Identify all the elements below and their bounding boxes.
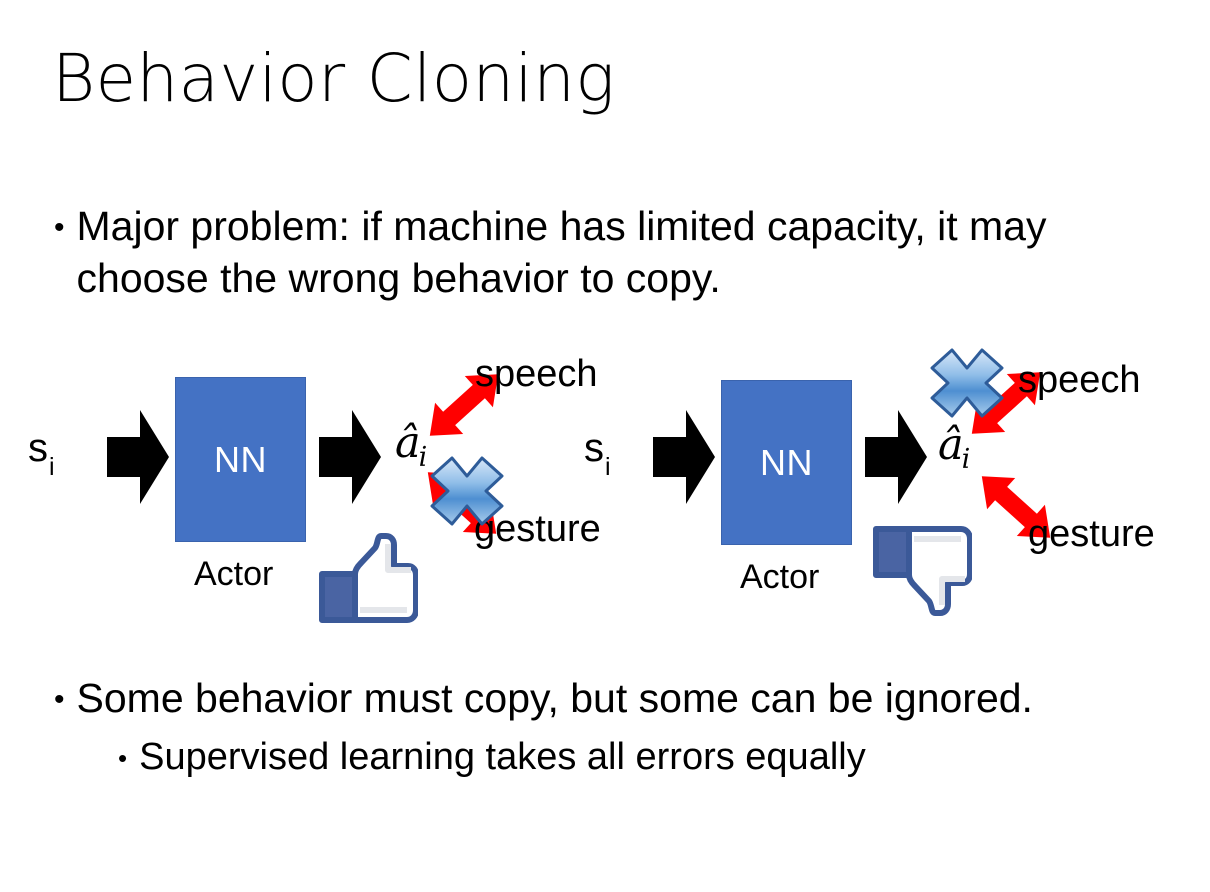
branch-label-speech-left: speech (475, 353, 598, 395)
page-title: Behavior Cloning (52, 40, 616, 117)
input-arrow-icon-left (107, 410, 169, 509)
bullet-bottom-2-text: Supervised learning takes all errors equ… (139, 736, 866, 778)
output-action-subscript: i (418, 442, 428, 473)
thumbs-down-icon-right (868, 525, 973, 624)
branch-label-speech-right: speech (1018, 359, 1141, 401)
bullet-bottom-2: • Supervised learning takes all errors e… (118, 733, 1178, 782)
input-state-subscript: i (605, 453, 611, 481)
bullet-top-text: Major problem: if machine has limited ca… (76, 203, 1047, 302)
output-arrow-icon-right (865, 410, 927, 509)
branch-label-gesture-left: gesture (474, 508, 601, 550)
input-state-label-right: si (584, 426, 611, 480)
branch-arrow-speech-left (404, 350, 524, 465)
output-action-symbol: â (938, 420, 964, 470)
bullet-marker-icon: • (54, 683, 65, 716)
input-state-label-left: si (28, 426, 55, 480)
output-action-label-left: âi (395, 422, 429, 472)
branch-label-gesture-right: gesture (1028, 513, 1155, 555)
branch-arrow-speech-right (946, 348, 1066, 463)
branch-arrow-gesture-right (956, 452, 1076, 567)
nn-box-label-right: NN (760, 441, 813, 483)
bullet-marker-icon: • (118, 743, 128, 773)
nn-box-right: NN (721, 380, 852, 545)
cross-icon-speech-right (930, 348, 1004, 423)
nn-box-label-left: NN (214, 438, 267, 480)
output-action-symbol: â (395, 418, 421, 468)
diagram-right: si NN Actor âi (568, 340, 1155, 640)
input-state-symbol: s (584, 426, 604, 470)
diagram-left: si NN Actor âi (22, 340, 602, 640)
cross-icon-gesture-left (430, 456, 504, 531)
input-state-subscript: i (49, 453, 55, 481)
input-state-symbol: s (28, 426, 48, 470)
bullet-marker-icon: • (54, 211, 65, 244)
output-action-label-right: âi (938, 424, 972, 474)
bullet-bottom-1-text: Some behavior must copy, but some can be… (76, 675, 1033, 721)
actor-caption-right: Actor (740, 558, 820, 596)
bullet-bottom-1: • Some behavior must copy, but some can … (54, 672, 1164, 724)
bullet-top: • Major problem: if machine has limited … (54, 200, 1114, 305)
output-arrow-icon-left (319, 410, 381, 509)
output-action-subscript: i (961, 444, 971, 475)
input-arrow-icon-right (653, 410, 715, 509)
actor-caption-left: Actor (194, 555, 274, 593)
nn-box-left: NN (175, 377, 306, 542)
thumbs-up-icon-left (314, 530, 419, 629)
